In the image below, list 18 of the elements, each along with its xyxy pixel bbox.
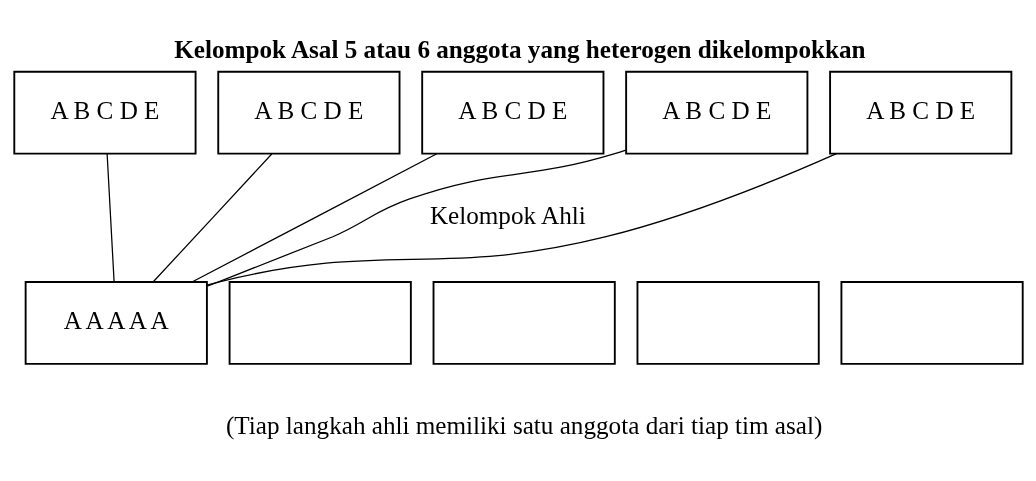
node-box: A B C D E (624, 70, 808, 155)
node-box: A B C D E (828, 70, 1012, 155)
diagram-title: Kelompok Asal 5 atau 6 anggota yang heterogen dikelompokkan (173, 35, 866, 63)
label: Kelompok Ahli (429, 202, 586, 230)
node-box: A B C D E (420, 70, 604, 155)
node-box (228, 281, 412, 365)
node-box: A A A A A (24, 281, 208, 365)
node-box (432, 281, 616, 365)
connector (206, 149, 626, 287)
node-box: A B C D E (216, 70, 400, 155)
connector (205, 153, 837, 286)
connector (106, 153, 115, 283)
node-box: A B C D E (12, 70, 197, 155)
connector (152, 153, 272, 283)
node-box (636, 281, 820, 365)
caption: (Tiap langkah ahli memiliki satu anggota dari tiap tim asal) (225, 412, 822, 440)
node-box (839, 281, 1024, 365)
connector (190, 153, 437, 283)
